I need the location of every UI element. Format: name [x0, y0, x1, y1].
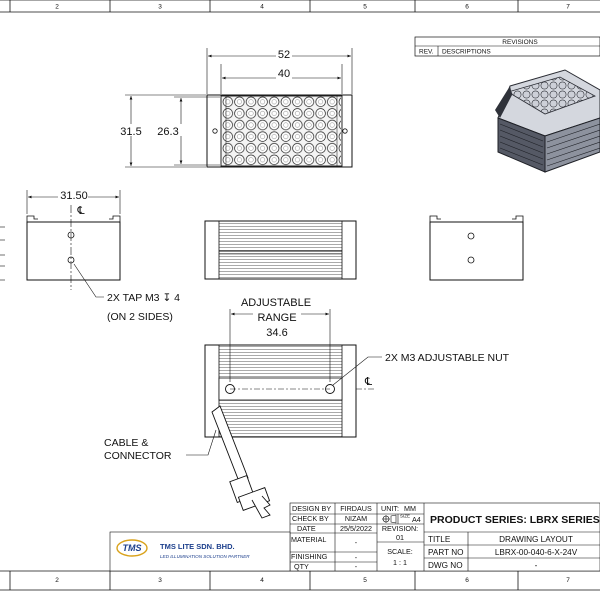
- zone-label: 3: [158, 577, 162, 584]
- mounting-hole: [212, 128, 218, 134]
- zone-label: 5: [363, 577, 367, 584]
- tb-label-check: CHECK BY: [292, 514, 329, 523]
- isometric-view: [495, 69, 600, 173]
- tap-note-line1: 2X TAP M3 ↧ 4: [107, 292, 180, 304]
- tb-value-design: FIRDAUS: [340, 504, 372, 513]
- mounting-hole: [342, 128, 348, 134]
- dim-side-width: 31.50: [60, 190, 88, 202]
- adjustable-value: 34.6: [266, 327, 287, 339]
- dim-height-inner: 26.3: [157, 126, 178, 138]
- zone-label: 4: [260, 577, 264, 584]
- zone-label: 7: [566, 577, 570, 584]
- cable-note-line2: CONNECTOR: [104, 450, 172, 462]
- tb-scale-label: SCALE:: [387, 547, 413, 556]
- centerline-symbol: ℄: [76, 205, 84, 217]
- tap-note-leader: [73, 263, 104, 298]
- tb-label-design: DESIGN BY: [292, 504, 331, 513]
- tb-field-title-value: DRAWING LAYOUT: [499, 535, 573, 544]
- zone-label: 3: [158, 4, 162, 11]
- logo-text: TMS: [123, 543, 142, 553]
- company-logo: TMS: [116, 539, 148, 557]
- tb-field-dwgno-value: -: [535, 561, 538, 570]
- nut-note-leader: [332, 356, 382, 390]
- adjustable-label-2: RANGE: [257, 312, 296, 324]
- revisions-table: REVISIONS REV. DESCRIPTIONS: [414, 36, 600, 57]
- adjustable-label-1: ADJUSTABLE: [241, 297, 311, 309]
- tb-field-dwgno-label: DWG NO: [428, 561, 463, 570]
- tb-unit-value: MM: [404, 504, 416, 513]
- tb-label-finishing: FINISHING: [291, 552, 328, 561]
- tb-field-partno-value: LBRX-00-040-6-X-24V: [495, 548, 578, 557]
- zone-label: 5: [363, 4, 367, 11]
- title-block: [109, 502, 600, 572]
- side-view-right: [429, 215, 524, 281]
- tb-size-label: SIZE: [400, 514, 410, 519]
- tb-value-material: -: [355, 538, 358, 547]
- tb-field-title-label: TITLE: [428, 535, 451, 544]
- tb-value-finishing: -: [355, 553, 358, 562]
- tb-size-value: A4: [412, 515, 421, 524]
- zone-label: 4: [260, 4, 264, 11]
- tb-label-qty: QTY: [294, 562, 309, 571]
- cable-connector: [211, 405, 271, 519]
- tb-value-date: 25/5/2022: [340, 524, 372, 533]
- tb-label-material: MATERIAL: [291, 535, 326, 544]
- revisions-col-rev: REV.: [419, 49, 434, 56]
- tb-value-qty: -: [355, 562, 358, 571]
- cable-note-leader: [186, 429, 217, 456]
- projection-symbol: [382, 514, 397, 524]
- company-name: TMS LITE SDN. BHD.: [160, 542, 235, 551]
- dim-height-outer: 31.5: [120, 126, 141, 138]
- tb-product-series: PRODUCT SERIES: LBRX SERIES: [430, 514, 600, 526]
- bottom-view: [204, 344, 357, 438]
- iso-led-array: [507, 76, 596, 115]
- zone-labels-bottom: 2 3 4 5 6 7: [55, 577, 570, 584]
- tb-unit-label: UNIT:: [381, 504, 399, 513]
- tap-note-line2: (ON 2 SIDES): [107, 311, 173, 323]
- zone-label: 2: [55, 4, 59, 11]
- zone-dividers: [9, 0, 519, 590]
- zone-label: 2: [55, 577, 59, 584]
- side-view-left: [0, 215, 121, 281]
- nut-note: 2X M3 ADJUSTABLE NUT: [385, 352, 510, 364]
- tb-scale-value: 1 : 1: [393, 558, 407, 567]
- centerline-symbol-bottom: ℄: [364, 376, 372, 388]
- revisions-col-desc: DESCRIPTIONS: [442, 49, 491, 56]
- tb-revision-label: REVISION:: [382, 524, 418, 533]
- rear-view: [204, 220, 357, 280]
- tb-field-partno-label: PART NO: [428, 548, 464, 557]
- revisions-title: REVISIONS: [502, 39, 538, 46]
- cable-note-line1: CABLE &: [104, 437, 148, 449]
- front-view: [206, 94, 353, 168]
- company-tagline: LED ILLUMINATION SOLUTION PARTNER: [160, 554, 250, 559]
- dim-width-outer: 52: [278, 49, 290, 61]
- zone-label: 6: [465, 4, 469, 11]
- tb-value-check: NIZAM: [345, 514, 367, 523]
- led-array: [222, 96, 341, 166]
- zone-label: 6: [465, 577, 469, 584]
- tb-revision-value: 01: [396, 533, 404, 542]
- zone-label: 7: [566, 4, 570, 11]
- dim-width-inner: 40: [278, 68, 290, 80]
- tb-label-date: DATE: [297, 524, 316, 533]
- zone-labels-top: 2 3 4 5 6 7: [55, 4, 570, 11]
